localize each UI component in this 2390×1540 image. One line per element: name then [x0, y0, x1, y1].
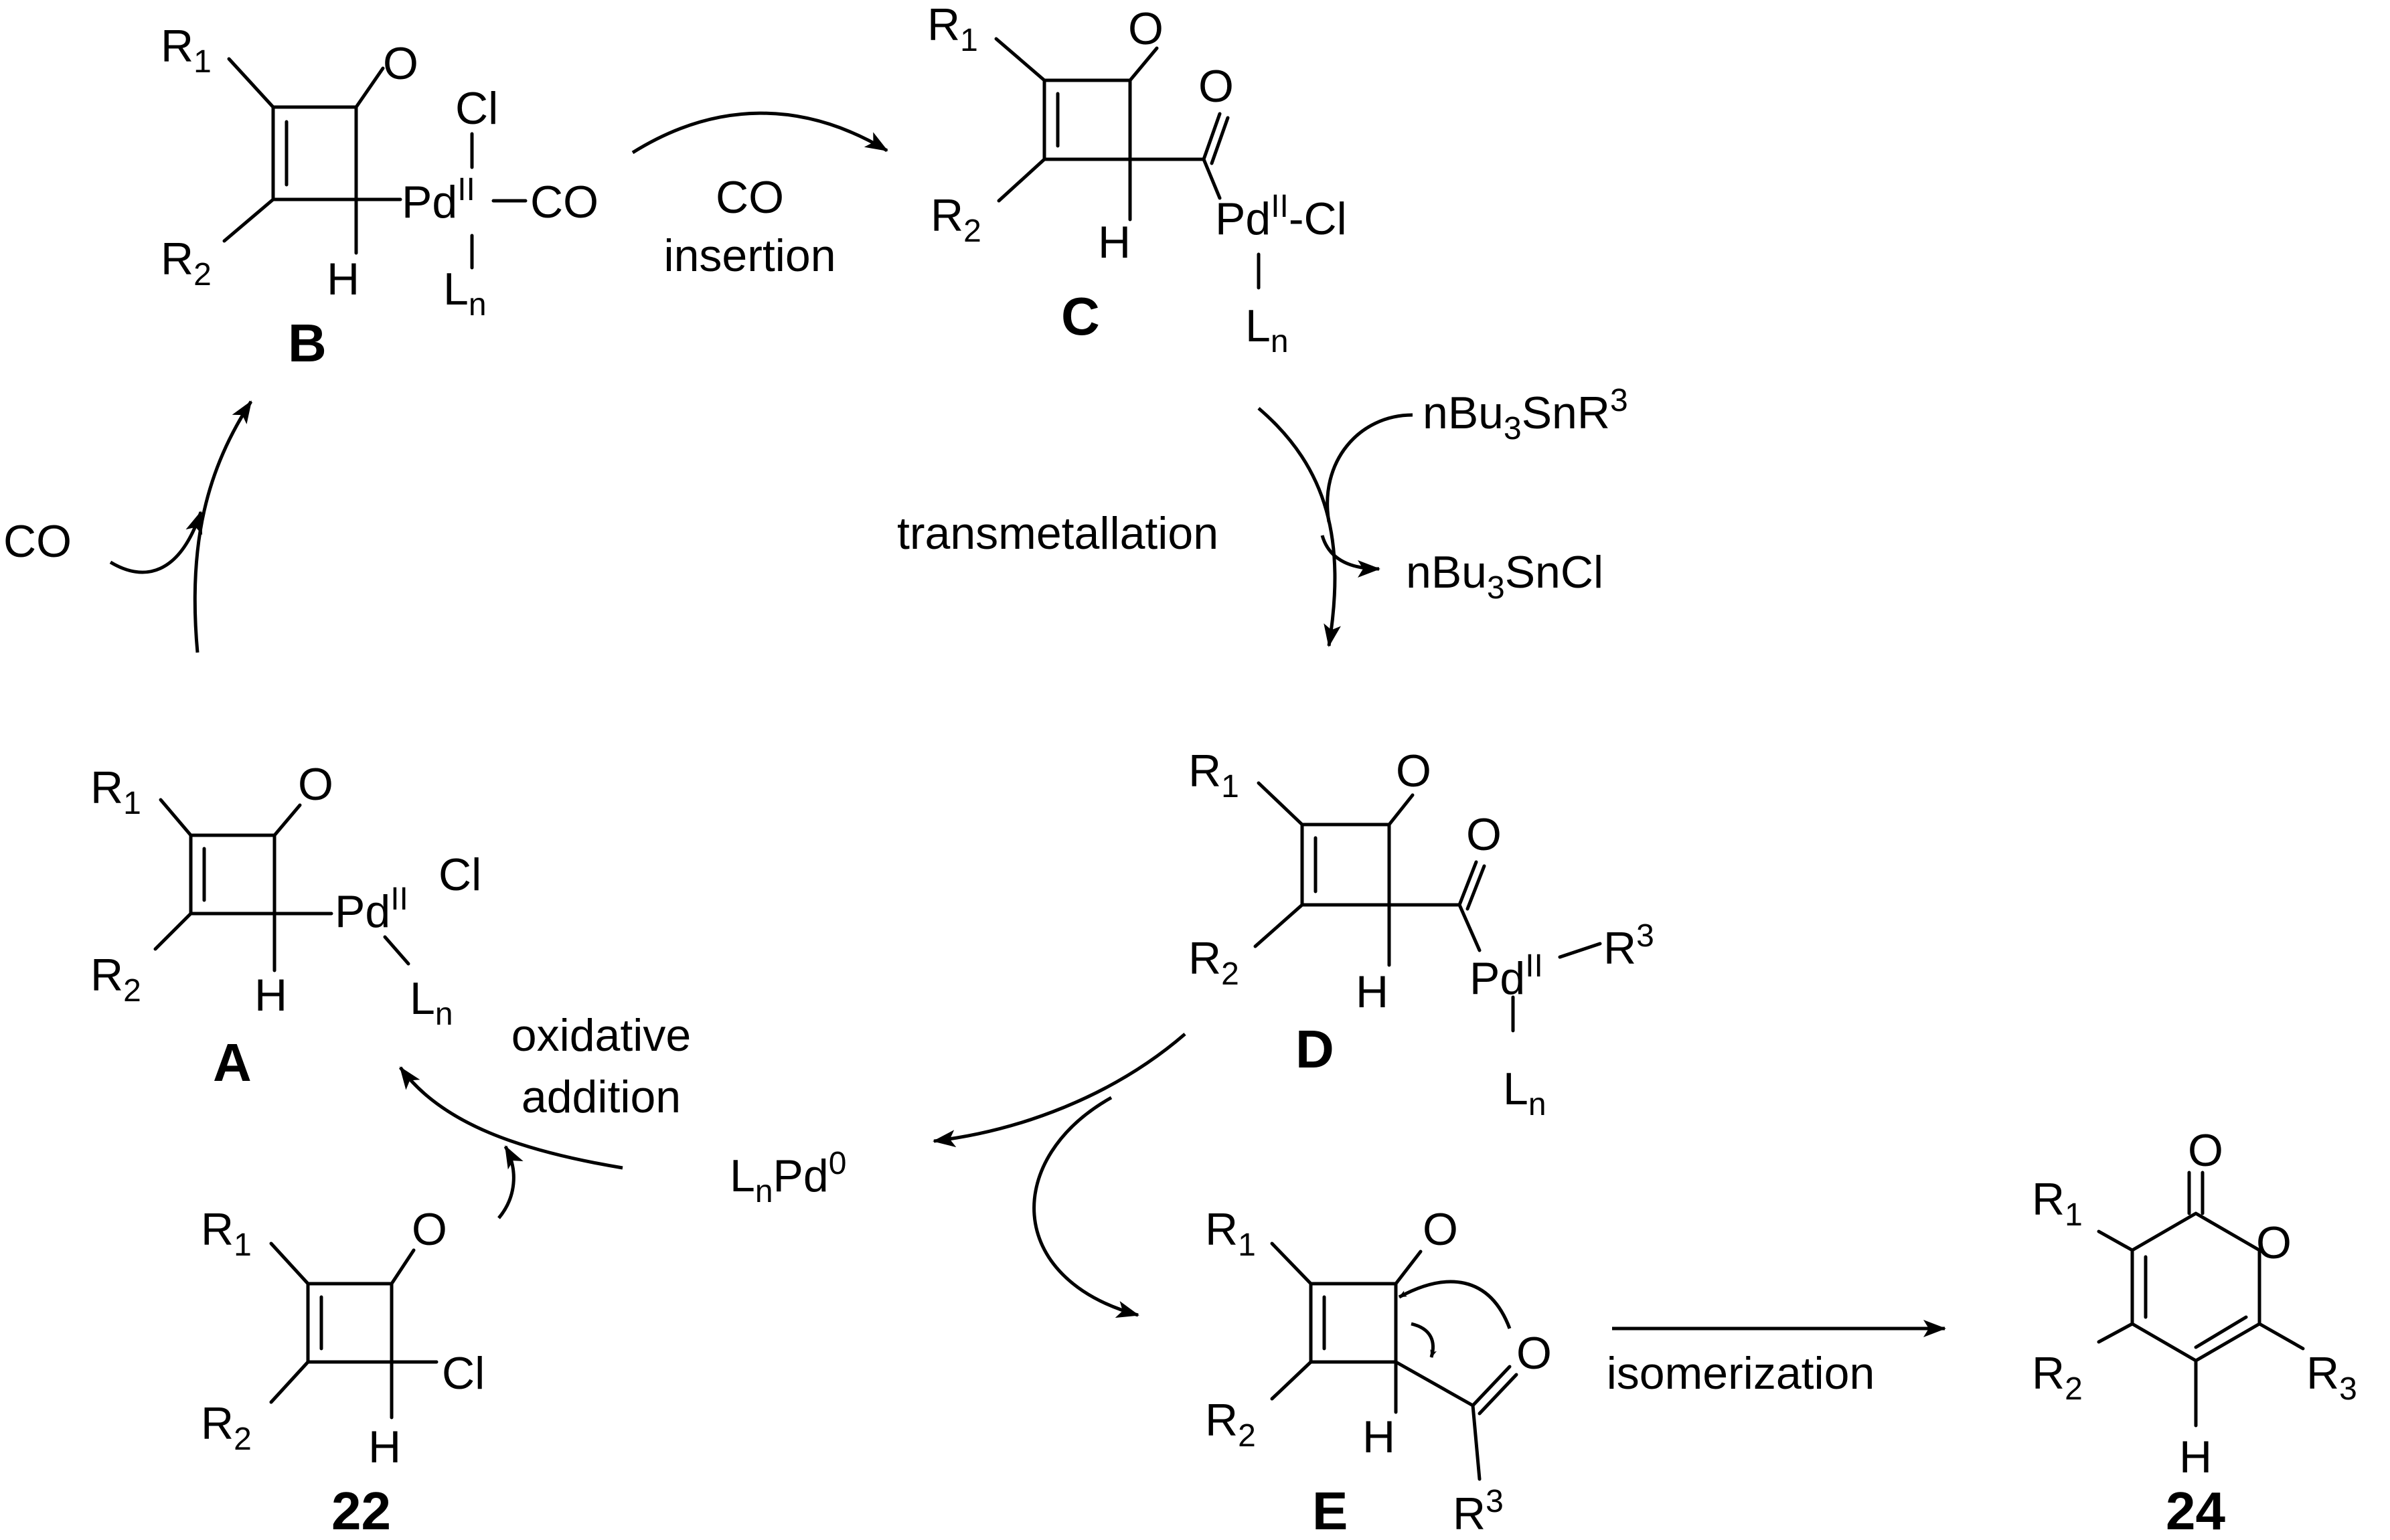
svg-text:R2: R2 [161, 234, 212, 292]
arrow-to-e [1032, 1096, 1139, 1318]
svg-text:PdII-Cl: PdII-Cl [1215, 189, 1347, 244]
svg-text:H: H [1356, 966, 1388, 1017]
compound-22: R1 O R2 H Cl [201, 1204, 485, 1472]
svg-text:R1: R1 [201, 1204, 252, 1263]
label-22: 22 [331, 1481, 391, 1540]
svg-text:H: H [327, 254, 360, 305]
svg-text:Cl: Cl [439, 849, 481, 900]
reagent-co: CO [3, 516, 72, 567]
caption-oxidative-2: addition [522, 1072, 681, 1122]
carbonyl-oxygen: O [383, 38, 418, 89]
label-e: E [1312, 1481, 1348, 1540]
svg-text:Ln: Ln [1503, 1063, 1546, 1122]
reagent-stannane: nBu3SnR3 [1423, 383, 1628, 446]
svg-text:Cl: Cl [442, 1348, 485, 1399]
intermediate-a: R1 O R2 H PdII Cl Ln [90, 759, 481, 1032]
svg-text:R1: R1 [161, 21, 212, 80]
caption-co-insertion-1: CO [716, 172, 784, 223]
svg-text:O: O [2188, 1125, 2223, 1176]
arrow-a-to-b [193, 400, 253, 653]
svg-text:PdII: PdII [335, 881, 408, 937]
arrow-stannyl-chloride-out [1320, 535, 1380, 578]
svg-text:O: O [2256, 1217, 2292, 1268]
arrow-pd0-to-a [398, 1066, 623, 1170]
svg-text:H: H [2179, 1432, 2212, 1482]
svg-text:R1: R1 [1188, 746, 1239, 804]
svg-text:R2: R2 [1188, 933, 1239, 992]
intermediate-e: R1 O O R2 H R3 [1205, 1204, 1552, 1539]
arrow-c-to-d [1257, 407, 1341, 647]
catalyst-lnpd0: LnPd0 [730, 1146, 846, 1209]
arrow-22-in [497, 1145, 524, 1219]
svg-text:H: H [1098, 217, 1131, 268]
svg-text:H: H [368, 1422, 401, 1472]
intermediate-b: R1 O R2 H PdII Cl CO Ln [161, 21, 599, 323]
arrow-stannane-in [1326, 413, 1413, 523]
svg-text:O: O [1198, 61, 1234, 112]
label-b: B [288, 313, 327, 373]
svg-text:Ln: Ln [1245, 301, 1289, 359]
label-a: A [213, 1033, 252, 1092]
arrow-b-to-c [631, 111, 888, 155]
intermediate-d: R1 O O R2 H PdII R3 Ln [1188, 746, 1654, 1122]
svg-text:R3: R3 [1453, 1484, 1504, 1539]
caption-co-insertion-2: insertion [663, 230, 835, 281]
svg-text:Ln: Ln [410, 973, 453, 1032]
intermediate-c: R1 O O R2 H PdII-Cl Ln [927, 0, 1347, 359]
svg-text:O: O [412, 1204, 447, 1255]
svg-text:R1: R1 [927, 0, 978, 58]
svg-text:CO: CO [530, 177, 599, 228]
svg-text:R1: R1 [90, 762, 141, 821]
caption-oxidative-1: oxidative [511, 1010, 691, 1061]
caption-transmetallation: transmetallation [897, 508, 1218, 559]
svg-text:O: O [298, 759, 333, 810]
arrow-d-to-pd0 [933, 1033, 1186, 1148]
svg-text:O: O [1396, 746, 1431, 796]
svg-text:Ln: Ln [443, 264, 487, 323]
svg-text:Cl: Cl [455, 83, 498, 134]
arrow-co-in [109, 511, 203, 574]
svg-text:PdII: PdII [1469, 948, 1543, 1004]
svg-text:R1: R1 [1205, 1204, 1256, 1263]
svg-text:O: O [1423, 1204, 1458, 1255]
svg-text:R3: R3 [2306, 1348, 2357, 1407]
svg-text:PdII: PdII [402, 172, 475, 228]
label-c: C [1061, 286, 1100, 346]
reagent-stannyl-chloride: nBu3SnCl [1406, 547, 1603, 606]
svg-text:R2: R2 [201, 1398, 252, 1457]
label-d: D [1295, 1019, 1334, 1079]
svg-text:O: O [1466, 809, 1502, 860]
label-24: 24 [2166, 1481, 2225, 1540]
svg-text:R2: R2 [90, 950, 141, 1009]
svg-text:H: H [254, 970, 287, 1021]
compound-24: O O R1 R2 R3 H [2032, 1125, 2357, 1482]
svg-text:R2: R2 [1205, 1395, 1256, 1454]
caption-isomerization: isomerization [1607, 1348, 1875, 1399]
svg-text:R3: R3 [1603, 918, 1654, 974]
svg-text:O: O [1128, 3, 1164, 54]
svg-text:R2: R2 [931, 190, 981, 249]
svg-text:O: O [1516, 1328, 1552, 1379]
svg-text:R1: R1 [2032, 1174, 2083, 1233]
svg-text:R2: R2 [2032, 1348, 2083, 1407]
svg-text:H: H [1362, 1411, 1395, 1462]
